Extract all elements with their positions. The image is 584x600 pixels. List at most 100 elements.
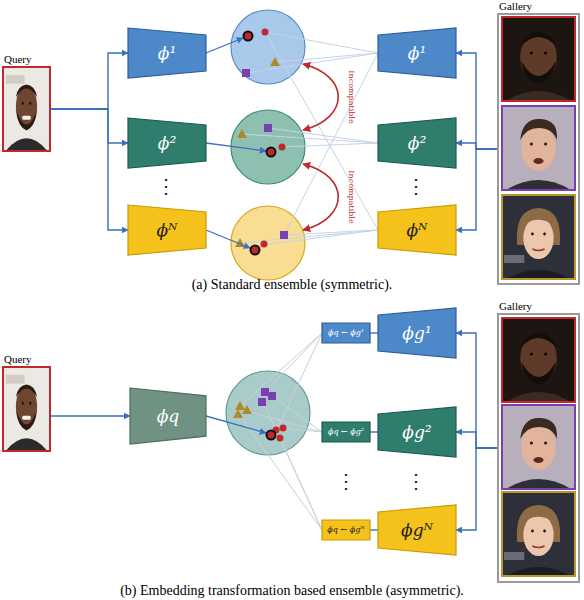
- image-frame: Query: [2, 66, 51, 152]
- encoder-trapezoid: ϕᴺ: [378, 205, 456, 255]
- gallery-photo: [502, 492, 575, 576]
- node-fill: [378, 28, 456, 78]
- encoder-trapezoid: ϕ¹: [128, 28, 206, 78]
- connector: [51, 109, 128, 143]
- fan-line: [276, 333, 322, 432]
- gallery-photo: [502, 318, 575, 402]
- fan-line: [242, 134, 378, 143]
- ellipsis-mark: ⋮: [406, 471, 426, 491]
- point-triangle: [237, 129, 247, 138]
- ellipsis-mark: ⋮: [336, 471, 356, 491]
- point-square: [280, 231, 288, 239]
- sub-caption: (b) Embedding transformation based ensem…: [120, 584, 464, 598]
- embedding-space: [231, 10, 305, 84]
- photo-border: [502, 318, 575, 402]
- transform-box: ϕq ← ϕgᴺ: [322, 520, 370, 540]
- fan-line: [268, 128, 378, 143]
- connector: [51, 109, 128, 230]
- node-fill: [378, 505, 456, 555]
- incompatible-arrow: [303, 64, 338, 130]
- point-square: [268, 392, 276, 400]
- node-label: ϕ²: [408, 135, 426, 152]
- connector: [370, 332, 378, 333]
- gallery-photo: [502, 195, 575, 279]
- node-label: ϕgᴺ: [401, 522, 433, 539]
- connector: [51, 415, 130, 416]
- query-point: [251, 246, 260, 255]
- node-fill: [378, 118, 456, 168]
- point-triangle: [233, 409, 243, 418]
- incompatible-label: Incompatible: [347, 70, 355, 123]
- node-label: ϕᴺ: [407, 222, 428, 239]
- photo-border: [502, 106, 575, 190]
- connector: [456, 448, 497, 530]
- ellipsis-mark: ⋮: [156, 176, 176, 196]
- point-triangle: [242, 405, 252, 414]
- query-photo: [4, 368, 49, 450]
- query-point: [267, 431, 276, 440]
- ellipsis-mark: ⋮: [406, 176, 426, 196]
- encoder-trapezoid: ϕg¹: [378, 308, 456, 358]
- node-label: ϕ¹: [158, 45, 176, 62]
- point-triangle: [235, 401, 245, 410]
- frame-heading: Gallery: [499, 300, 532, 312]
- frame-heading: Gallery: [499, 0, 532, 12]
- fan-line: [284, 230, 378, 235]
- photo-border: [502, 17, 575, 101]
- encoder-trapezoid: ϕ¹: [378, 28, 456, 78]
- photo-border: [502, 405, 575, 489]
- fan-line: [272, 396, 322, 432]
- point-triangle: [270, 57, 280, 66]
- embed-arrow: [206, 38, 243, 53]
- node-fill: [128, 28, 206, 78]
- gallery-photo: [502, 405, 575, 489]
- connector: [456, 53, 497, 149]
- incompatible-label: Incompatible: [347, 170, 355, 223]
- node-fill: [378, 205, 456, 255]
- point-dot: [261, 241, 268, 248]
- transform-box: ϕq ← ϕg²: [322, 422, 370, 442]
- point-dot: [280, 425, 287, 432]
- fan-line: [262, 400, 322, 530]
- node-fill: [128, 205, 206, 255]
- embed-arrow: [206, 416, 266, 433]
- incompatible-arrow: [303, 164, 338, 230]
- encoder-trapezoid: ϕq: [130, 388, 206, 444]
- connector: [456, 432, 497, 448]
- node-label: ϕq ← ϕgᴺ: [327, 526, 364, 534]
- encoder-trapezoid: ϕ²: [128, 118, 206, 168]
- encoder-trapezoid: ϕgᴺ: [378, 505, 456, 555]
- fan-line: [240, 230, 378, 243]
- embed-arrow: [206, 230, 250, 248]
- point-square: [242, 69, 250, 77]
- node-label: ϕ²: [158, 135, 176, 152]
- fan-lines: [240, 32, 378, 245]
- image-frame: Gallery: [497, 313, 580, 583]
- node-label: ϕq: [157, 408, 179, 425]
- image-frame: Query: [2, 366, 51, 452]
- connector: [370, 529, 378, 530]
- frame-heading: Query: [4, 353, 32, 365]
- photo-border: [502, 492, 575, 576]
- query-point: [244, 32, 253, 41]
- point-square: [261, 388, 269, 396]
- fan-line: [280, 438, 322, 530]
- photo-border: [502, 195, 575, 279]
- gallery-photo: [502, 17, 575, 101]
- connector: [51, 53, 128, 109]
- fan-line: [265, 333, 322, 392]
- query-photo: [4, 68, 49, 150]
- point-dot: [277, 435, 284, 442]
- connector: [456, 149, 497, 230]
- node-fill: [322, 520, 370, 540]
- fan-line: [265, 32, 378, 53]
- fan-line: [240, 333, 322, 406]
- image-frame: Gallery: [497, 13, 580, 285]
- node-fill: [378, 407, 456, 457]
- fan-line: [246, 411, 322, 432]
- gallery-photo: [502, 106, 575, 190]
- node-label: ϕ¹: [408, 45, 426, 62]
- embed-arrow: [206, 143, 266, 151]
- node-label: ϕᴺ: [157, 222, 178, 239]
- node-fill: [128, 118, 206, 168]
